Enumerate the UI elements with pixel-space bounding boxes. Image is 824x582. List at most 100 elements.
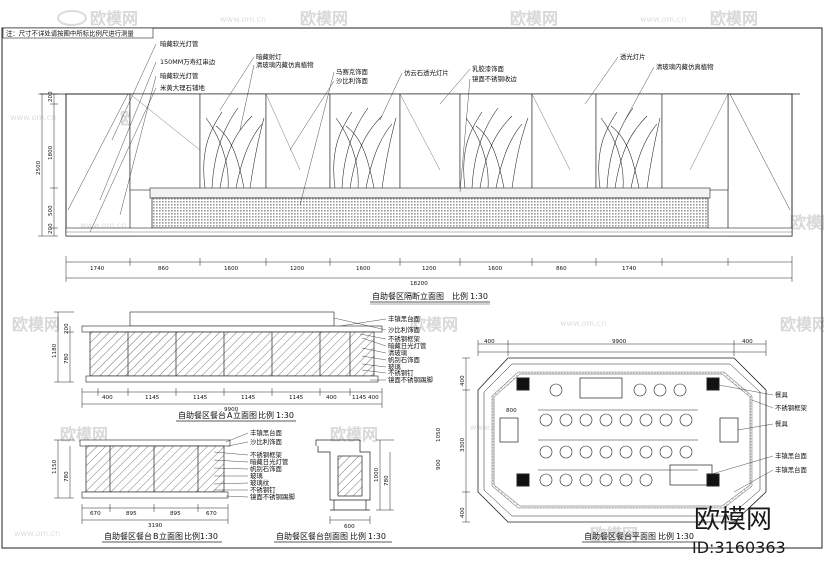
watermark-brand: 欧模网 bbox=[12, 315, 60, 334]
plan-vdim-3: 400 bbox=[460, 507, 466, 518]
counter-a-callout-2: 沙比利饰面 bbox=[388, 325, 421, 334]
hdim-9: 1740 bbox=[622, 266, 637, 272]
hdim-8: 860 bbox=[556, 266, 567, 272]
scale-value: 1:30 bbox=[470, 292, 488, 301]
counter-a-leaders bbox=[333, 317, 387, 381]
counter-b-callout-6: 玻璃 bbox=[250, 471, 263, 480]
callout-left-3: 暗藏软光灯管 bbox=[160, 71, 198, 80]
brand-id: ID:3160363 bbox=[692, 538, 786, 557]
vdim-2: 1800 bbox=[48, 145, 54, 160]
counter-section-title-block: 自助餐区餐台剖面图 比例 1:30 bbox=[274, 531, 392, 543]
hdim-5: 1600 bbox=[356, 266, 371, 272]
counter-a-vdim-2: 200 bbox=[64, 323, 70, 334]
vdim-3: 2500 bbox=[36, 160, 42, 175]
watermark-brand: 欧模网 bbox=[510, 9, 558, 28]
counter-a-vdim-1: 1180 bbox=[52, 343, 58, 358]
counter-plan bbox=[477, 357, 767, 523]
counter-plan-leaders bbox=[711, 384, 774, 493]
plan-vdim-1: 400 bbox=[460, 375, 466, 386]
callout-left-2: 150MM万寿红串边 bbox=[160, 57, 216, 66]
counter-a-letter: A bbox=[227, 411, 233, 420]
section-vdim-3: 1050 bbox=[436, 427, 442, 442]
vdim-4: 500 bbox=[48, 205, 54, 216]
plan-callout-1: 餐具 bbox=[775, 390, 788, 399]
watermark-brand: 欧模网 bbox=[590, 525, 638, 544]
counter-a-scale-label: 比例 bbox=[258, 410, 274, 420]
callout-top-7: 镜面不锈钢收边 bbox=[472, 74, 517, 83]
plan-title: 自助餐区餐台平面图 bbox=[584, 531, 656, 541]
hdim-6: 1200 bbox=[422, 266, 437, 272]
counter-b-elevation bbox=[79, 439, 231, 499]
hdim-1: 1740 bbox=[90, 266, 105, 272]
section-title: 自助餐区餐台剖面图 bbox=[276, 531, 348, 541]
callout-top-2: 清玻璃内藏仿真植物 bbox=[256, 60, 314, 69]
brand-name: 欧模网 bbox=[694, 505, 772, 535]
counter-b-vertical-dims bbox=[54, 439, 74, 499]
brand-logo: 欧模网 ID:3160363 bbox=[692, 505, 786, 557]
hdim-7: 1600 bbox=[488, 266, 503, 272]
callout-top-9: 清玻璃内藏仿真植物 bbox=[656, 62, 714, 71]
watermark-url: www.om.cn bbox=[14, 529, 60, 538]
plant-group-2 bbox=[333, 107, 397, 189]
callout-left-1: 暗藏软光灯管 bbox=[160, 39, 198, 48]
counter-section-dims bbox=[329, 439, 394, 524]
counter-b-hdim-2: 895 bbox=[126, 511, 137, 517]
counter-b-horizontal-dims bbox=[81, 504, 229, 524]
plan-callout-2: 不锈钢框架 bbox=[775, 403, 808, 412]
note-box bbox=[2, 27, 154, 39]
counter-b-callout-3: 不锈钢框架 bbox=[250, 450, 283, 459]
counter-a-hdim-3: 1145 bbox=[193, 395, 208, 401]
plan-hdim-2: 9900 bbox=[612, 339, 627, 345]
watermark-brand: 欧模网 bbox=[300, 9, 348, 28]
callout-top-3: 马赛克饰面 bbox=[336, 67, 369, 76]
plan-hdim-3: 400 bbox=[742, 339, 753, 345]
counter-a-vdim-3: 780 bbox=[64, 353, 70, 364]
counter-plan-dims bbox=[462, 340, 767, 523]
counter-a-hdim-1: 400 bbox=[102, 395, 113, 401]
callout-top-5: 仿云石透光灯片 bbox=[404, 68, 449, 77]
plan-inner-dim: 800 bbox=[506, 408, 517, 414]
section-vdim-1: 1000 bbox=[374, 467, 380, 482]
counter-b-letter: B bbox=[153, 532, 159, 541]
counter-a-callout-5: 清玻璃 bbox=[388, 348, 408, 357]
counter-b-callout-4: 暗藏日光灯管 bbox=[250, 457, 288, 466]
counter-b-vdim-1: 1150 bbox=[52, 459, 58, 474]
counter-b-callout-8: 不锈钢钉 bbox=[250, 485, 276, 494]
section-scale-value: 1:30 bbox=[368, 532, 386, 541]
plan-scale-label: 比例 bbox=[658, 531, 674, 541]
watermark-url: www.om.cn bbox=[560, 319, 606, 328]
sheet-border bbox=[1, 27, 823, 549]
callout-top-1: 暗藏射灯 bbox=[256, 52, 282, 61]
watermark-url: www.om.cn bbox=[80, 221, 126, 230]
watermark-brand: 欧模网 bbox=[780, 315, 824, 334]
elevation-callouts-left bbox=[89, 43, 157, 233]
watermark-brand: 欧模网 bbox=[60, 425, 108, 444]
watermark-brand: 欧模网 bbox=[90, 9, 138, 28]
counter-b-hdim-total: 3190 bbox=[148, 523, 163, 529]
counter-b-hdim-4: 670 bbox=[206, 511, 217, 517]
counter-a-elevation bbox=[81, 311, 383, 383]
counter-a-title: 自助餐区餐台 bbox=[178, 410, 226, 420]
elevation-horizontal-dims bbox=[65, 256, 793, 282]
plan-callout-4: 丰镇黑台面 bbox=[775, 451, 808, 460]
counter-b-callout-9: 镜面不锈钢踢脚 bbox=[250, 492, 295, 501]
counter-b-scale-label: 比例 bbox=[184, 531, 200, 541]
plant-group-3 bbox=[463, 107, 529, 189]
hdim-2: 860 bbox=[158, 266, 169, 272]
section-hdim-1: 600 bbox=[344, 524, 355, 530]
plan-scale-value: 1:30 bbox=[676, 532, 694, 541]
watermark-brand: 欧模网 bbox=[710, 9, 758, 28]
counter-a-hdim-2: 1145 bbox=[145, 395, 160, 401]
counter-a-title-block: 自助餐区餐台 A 立面图 比例 1:30 bbox=[176, 410, 296, 422]
counter-b-title: 自助餐区餐台 bbox=[104, 531, 152, 541]
counter-a-hdim-4: 1145 bbox=[241, 395, 256, 401]
watermark-url: www.om.cn bbox=[640, 15, 686, 24]
counter-b-callout-7: 玻璃纹 bbox=[250, 478, 270, 487]
elevation-callouts-top bbox=[219, 56, 655, 206]
counter-a-callout-9: 镜面不锈钢踢脚 bbox=[388, 375, 433, 384]
counter-a-callout-4: 暗藏日光灯管 bbox=[388, 341, 426, 350]
plan-callout-5: 丰镇黑台面 bbox=[775, 465, 808, 474]
counter-a-title-mid: 立面图 bbox=[233, 410, 257, 420]
counter-b-scale-value: 1:30 bbox=[200, 532, 218, 541]
